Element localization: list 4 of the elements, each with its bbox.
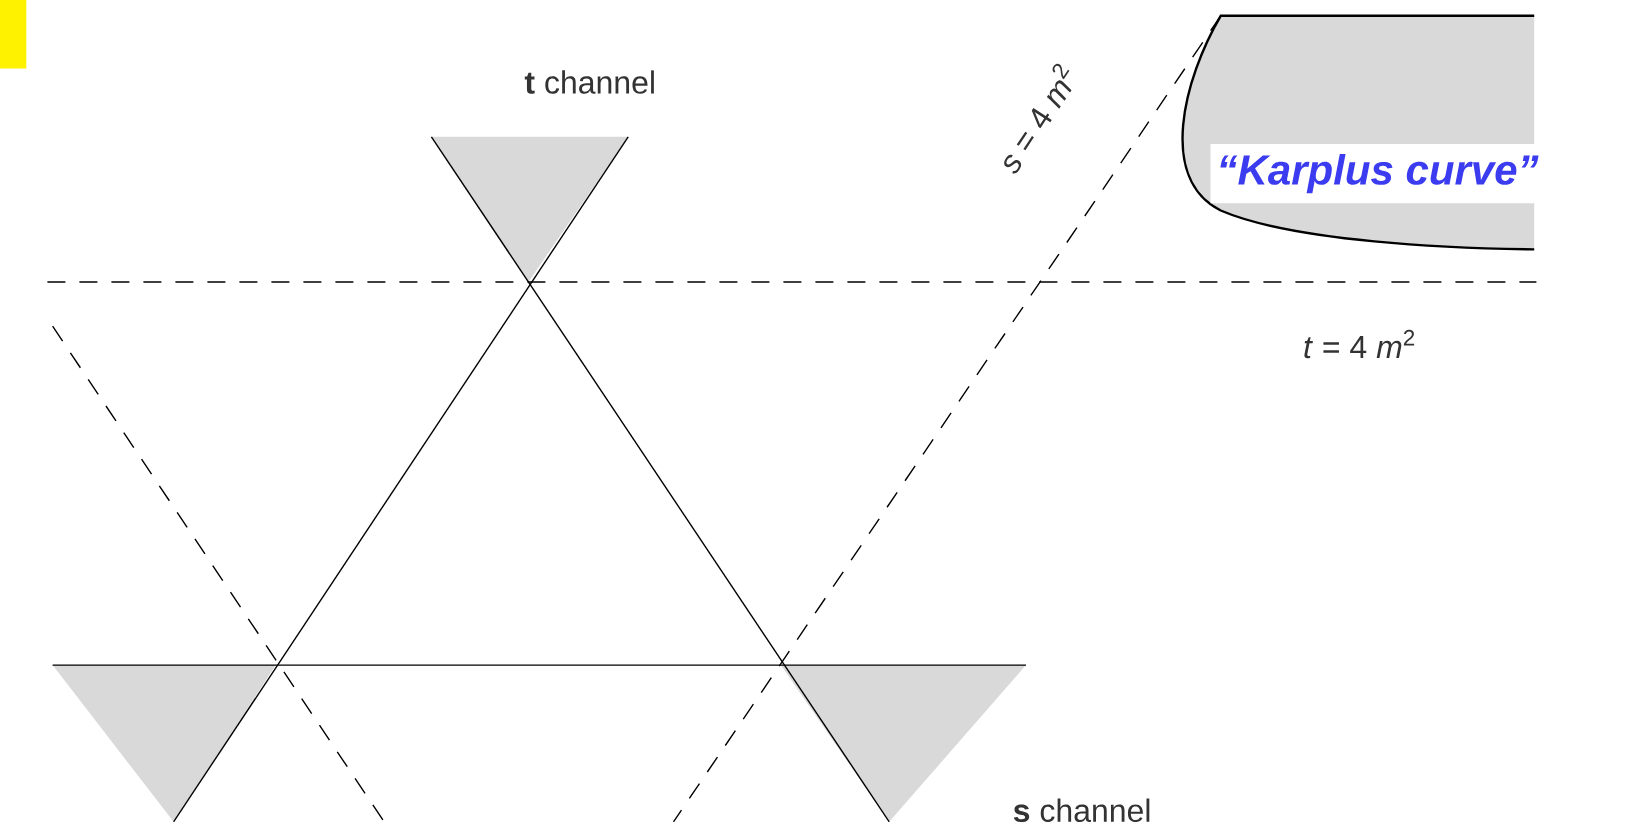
curve-label: “Karplus curve” (1210, 144, 1545, 204)
channel-label: t channel (524, 70, 654, 94)
threshold-label: t = 4 m$^{2}$ (1304, 329, 1415, 359)
channel-label: s channel (1013, 798, 1150, 822)
